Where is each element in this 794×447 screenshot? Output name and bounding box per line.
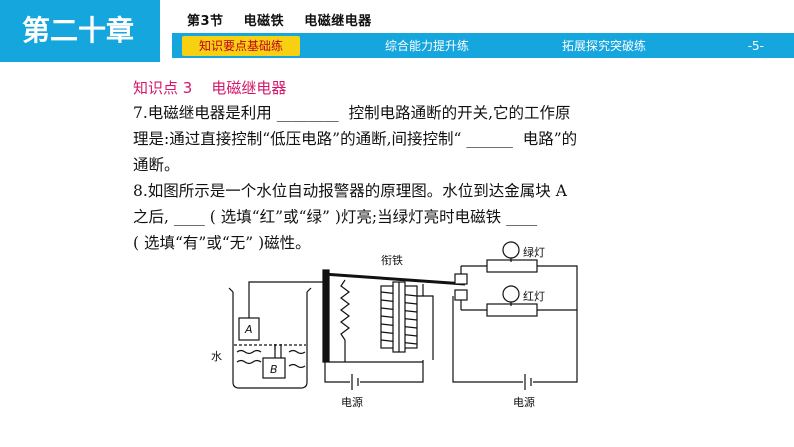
label-green-lamp: 绿灯 <box>523 245 545 259</box>
label-power-right: 电源 <box>513 395 535 409</box>
electrode-b <box>262 357 286 379</box>
green-lamp-bulb <box>502 241 520 259</box>
contact-upper <box>454 273 468 285</box>
tab-extended-exploration[interactable]: 拓展探究突破练 <box>561 39 646 53</box>
contact-lower <box>454 289 468 301</box>
red-lamp-bulb <box>502 285 520 303</box>
page-number: -5- <box>747 39 764 53</box>
label-a: A <box>244 323 253 336</box>
label-power-left: 电源 <box>341 395 363 409</box>
knowledge-point-heading: 知识点 3 电磁继电器 <box>133 79 287 97</box>
question-content: 知识点 3 电磁继电器 7.电磁继电器是利用 ________ 控制电路通断的开… <box>133 76 773 256</box>
label-red-lamp: 红灯 <box>523 290 545 303</box>
chapter-title: 第二十章 <box>0 0 160 62</box>
section-title: 第3节 电磁铁 电磁继电器 <box>187 14 372 29</box>
label-water: 水 <box>211 350 222 363</box>
question-line: 通断。 <box>133 156 180 174</box>
label-armature: 衔铁 <box>381 254 403 267</box>
header: 第二十章 第3节 电磁铁 电磁继电器 知识要点基础练 综合能力提升练 拓展探究突… <box>0 0 794 66</box>
circuit-diagram: 水 A B 衔铁 绿灯 红灯 电源 电源 <box>205 240 585 440</box>
beaker <box>232 292 308 389</box>
question-line: 8.如图所示是一个水位自动报警器的原理图。水位到达金属块 A <box>133 182 567 200</box>
tab-comprehensive-ability[interactable]: 综合能力提升练 <box>384 39 469 53</box>
lamp-base-green <box>486 259 538 273</box>
iron-stand <box>322 269 330 363</box>
circuit-svg: 水 A B 衔铁 绿灯 红灯 电源 电源 <box>211 241 578 409</box>
question-line: 之后, ____ ( 选填“红”或“绿” )灯亮;当绿灯亮时电磁铁 ____ <box>133 208 538 226</box>
wire <box>248 281 326 368</box>
armature <box>322 272 466 286</box>
question-line: 理是:通过直接控制“低压电路”的通断,间接控制“ ______ 电路”的 <box>133 130 578 148</box>
wire <box>324 368 350 383</box>
tab-knowledge-basics[interactable]: 知识要点基础练 <box>182 36 300 56</box>
label-b: B <box>270 363 278 376</box>
tab-bar: 知识要点基础练 综合能力提升练 拓展探究突破练 -5- <box>172 33 794 58</box>
lamp-base-red <box>486 303 538 317</box>
question-line: 7.电磁继电器是利用 ________ 控制电路通断的开关,它的工作原 <box>133 104 571 122</box>
question-line: ( 选填“有”或“无” )磁性。 <box>133 234 311 252</box>
spring <box>340 279 350 341</box>
